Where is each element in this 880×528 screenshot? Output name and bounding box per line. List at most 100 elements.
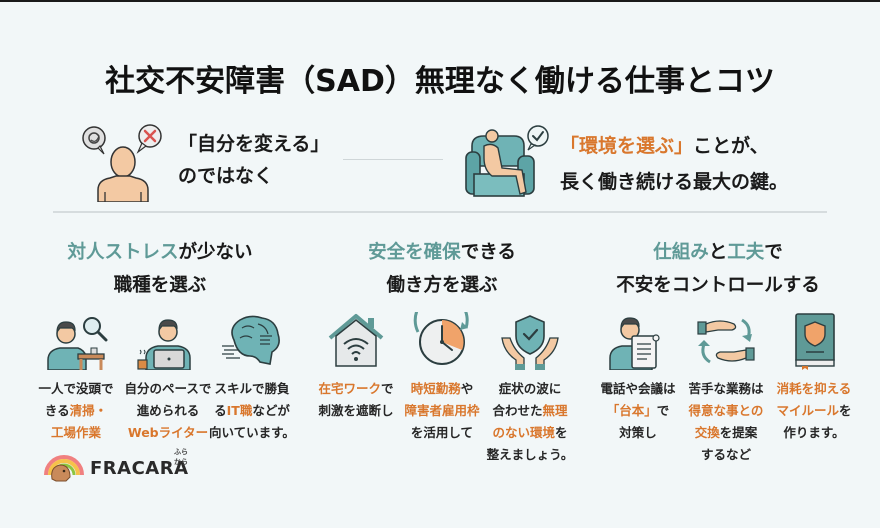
- item-script: 電話や会議は 「台本」で 対策し: [592, 312, 684, 444]
- item-line: 苦手な業務は: [688, 381, 764, 396]
- item-text-highlight: 得意な事との: [688, 403, 764, 418]
- item-my-rules: 消耗を抑える マイルールを 作ります。: [768, 312, 860, 444]
- hero-left-line1: 「自分を変える」: [178, 133, 330, 155]
- item-line: 対策し: [619, 425, 657, 440]
- column-3-heading-part1: 仕組み: [653, 242, 709, 263]
- item-line: 作ります。: [783, 425, 845, 440]
- item-line: 時短勤務や: [396, 378, 488, 400]
- item-line: 進められる: [136, 403, 200, 418]
- column-3-heading-part4: で: [764, 242, 783, 263]
- item-text-highlight: 障害者雇用枠: [404, 403, 480, 418]
- item-line: 刺激を遮断し: [318, 403, 394, 418]
- item-text: 消耗を抑える マイルールを 作ります。: [768, 378, 860, 444]
- item-line: マイルールを: [768, 400, 860, 422]
- item-text-plain: を: [555, 425, 568, 440]
- person-laptop-icon: [137, 319, 191, 370]
- column-2-heading-rest: できる: [460, 242, 516, 263]
- item-line: 整えましょう。: [486, 447, 574, 462]
- item-line: るIT職などが: [206, 400, 298, 422]
- home-wifi-icon: [328, 314, 384, 367]
- item-text: 苦手な業務は 得意な事との 交換を提案 するなど: [680, 378, 772, 466]
- column-2-heading: 安全を確保できる 働き方を選ぶ: [302, 236, 582, 302]
- hero-left-text: 「自分を変える」 のではなく: [178, 128, 329, 192]
- column-1-heading-highlight: 対人ストレス: [67, 242, 179, 263]
- column-3-heading-part3: 工夫: [727, 242, 765, 263]
- item-task-exchange: 苦手な業務は 得意な事との 交換を提案 するなど: [680, 312, 772, 466]
- item-line: するなど: [700, 447, 751, 462]
- item-web-writer: 自分のペースで 進められる Webライター: [122, 312, 214, 444]
- clock-short-time-icon: [413, 312, 469, 365]
- item-text-highlight: 在宅ワーク: [318, 381, 381, 396]
- item-line: スキルで勝負: [214, 381, 290, 396]
- column-1-heading-rest: が少ない: [178, 242, 253, 263]
- person-in-armchair-check-icon: [465, 125, 549, 197]
- logo-ruby: ふらから: [174, 448, 188, 466]
- item-text-highlight: 清掃・: [69, 403, 108, 418]
- hero-left-line2: のではなく: [178, 165, 274, 187]
- item-text-plain: る: [214, 403, 227, 418]
- item-text-plain: などが: [252, 403, 290, 418]
- top-border: [0, 0, 880, 2]
- column-3-heading: 仕組みと工夫で 不安をコントロールする: [578, 236, 858, 302]
- item-remote-work: 在宅ワークで 刺激を遮断し: [310, 312, 402, 422]
- item-line: 交換を提案: [680, 422, 772, 444]
- item-line: 症状の波に: [498, 381, 562, 396]
- rulebook-shield-icon: [795, 313, 835, 370]
- logo-name: FRACARA: [90, 457, 189, 479]
- rainbow-logo-icon: [44, 455, 84, 482]
- item-line: 合わせた無理: [484, 400, 576, 422]
- item-line: きる清掃・: [30, 400, 122, 422]
- page-title: 社交不安障害（SAD）無理なく働ける仕事とコツ: [105, 64, 775, 99]
- column-1-heading-line2: 職種を選ぶ: [113, 275, 207, 296]
- item-text-highlight: 消耗を抑える: [776, 381, 852, 396]
- item-line: 自分のペースで: [124, 381, 212, 396]
- item-text-highlight: 時短勤務: [410, 381, 461, 396]
- item-line: 一人で没頭で: [38, 381, 114, 396]
- item-text: 電話や会議は 「台本」で 対策し: [592, 378, 684, 444]
- item-text: 自分のペースで 進められる Webライター: [122, 378, 214, 444]
- item-text-plain: で: [656, 403, 670, 418]
- item-line: 在宅ワークで: [310, 378, 402, 400]
- item-short-time-work: 時短勤務や 障害者雇用枠 を活用して: [396, 312, 488, 444]
- column-2-heading-line2: 働き方を選ぶ: [386, 275, 498, 296]
- item-text-plain: や: [460, 381, 474, 396]
- item-text-plain: を提案: [719, 425, 758, 440]
- item-text: 症状の波に 合わせた無理 のない環境を 整えましょう。: [484, 378, 576, 466]
- column-1-heading: 対人ストレスが少ない 職種を選ぶ: [20, 236, 300, 302]
- person-with-thought-bubbles-icon: [82, 124, 162, 202]
- column-3-heading-part2: と: [708, 242, 728, 263]
- item-text-highlight: 交換: [694, 425, 720, 440]
- hands-shield-check-icon: [501, 315, 559, 370]
- item-text-plain: を: [839, 403, 852, 418]
- item-cleaning-factory: 一人で没頭で きる清掃・ 工場作業: [30, 312, 122, 444]
- item-text: 一人で没頭で きる清掃・ 工場作業: [30, 378, 122, 444]
- person-search-desk-icon: [47, 317, 108, 370]
- item-text-highlight: マイルール: [776, 403, 839, 418]
- item-text: スキルで勝負 るIT職などが 向いています。: [206, 378, 298, 444]
- item-text-highlight: 工場作業: [50, 425, 101, 440]
- item-text-highlight: 無理: [542, 403, 568, 418]
- brain-icon: [222, 315, 280, 365]
- item-text-highlight: Webライター: [127, 425, 209, 440]
- item-line: 向いています。: [209, 425, 295, 440]
- column-2-heading-highlight: 安全を確保: [368, 242, 461, 263]
- item-text-plain: 合わせた: [492, 403, 543, 418]
- item-it-job: スキルで勝負 るIT職などが 向いています。: [206, 312, 298, 444]
- section-divider: [53, 211, 827, 213]
- hero-right-line1-rest: ことが、: [693, 135, 769, 157]
- item-text-plain: きる: [44, 403, 70, 418]
- item-line: 「台本」で: [592, 400, 684, 422]
- column-3-heading-line2: 不安をコントロールする: [616, 275, 820, 296]
- item-text: 在宅ワークで 刺激を遮断し: [310, 378, 402, 422]
- item-line: のない環境を: [484, 422, 576, 444]
- item-text-highlight: のない環境: [492, 425, 555, 440]
- item-line: を活用して: [410, 425, 474, 440]
- fracara-logo[interactable]: FRACARA ふらから: [44, 448, 189, 483]
- person-script-icon: [609, 317, 660, 370]
- hero-right-highlight: 「環境を選ぶ」: [560, 135, 694, 157]
- item-line: 電話や会議は: [600, 381, 676, 396]
- item-text-highlight: IT職: [226, 403, 253, 418]
- item-text: 時短勤務や 障害者雇用枠 を活用して: [396, 378, 488, 444]
- hero-right-line2: 長く働き続ける最大の鍵。: [560, 171, 789, 193]
- hero-connector-line: [343, 159, 443, 160]
